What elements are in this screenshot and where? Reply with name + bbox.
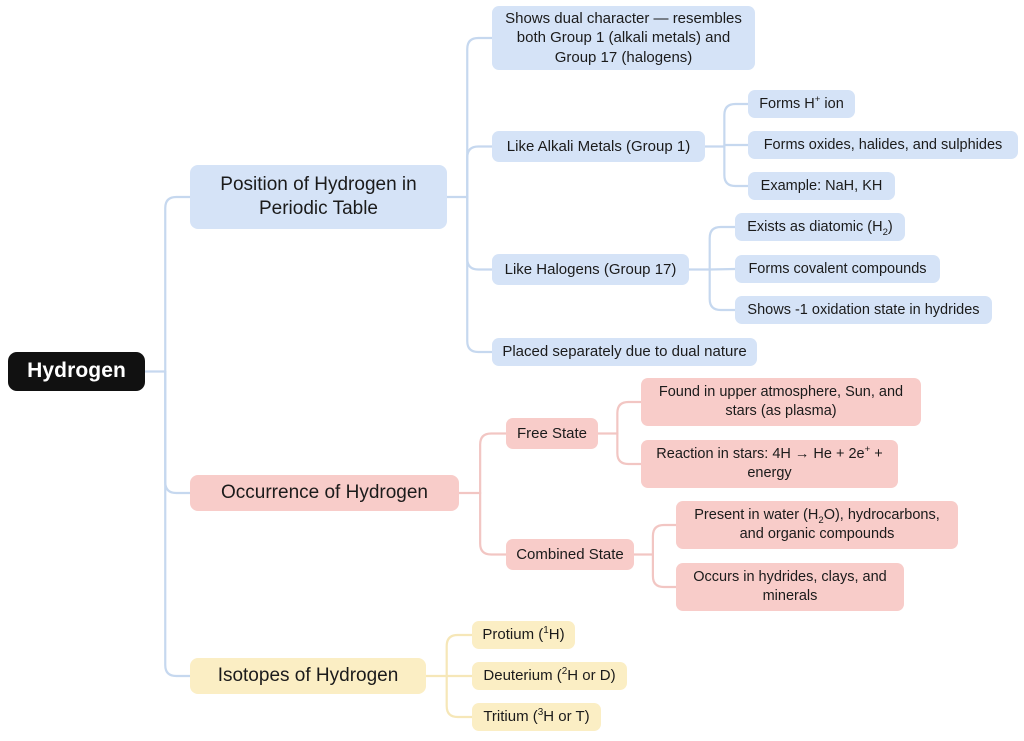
connector-line [164,370,192,678]
node-label: Hydrogen [27,359,126,383]
connector-line [445,674,474,719]
mindmap-node-combined-state[interactable]: Combined State [506,539,634,570]
mindmap-node-present-in-water[interactable]: Present in water (H2O), hydrocarbons,and… [676,501,958,549]
node-label: Deuterium (2H or D) [483,666,616,685]
connector-line [466,195,494,354]
mindmap-node-deuterium[interactable]: Deuterium (2H or D) [472,662,627,690]
mindmap-node-placed-separately[interactable]: Placed separately due to dual nature [492,338,757,366]
mindmap-node-forms-h-ion[interactable]: Forms H+ ion [748,90,855,118]
node-label: Present in water (H2O), hydrocarbons,and… [694,507,940,542]
connector-line [164,370,192,495]
node-label: Protium (1H) [482,625,565,644]
mindmap-node-tritium[interactable]: Tritium (3H or T) [472,703,601,731]
connector-line [466,36,494,199]
node-label: Like Alkali Metals (Group 1) [506,137,691,155]
node-label: Placed separately due to dual nature [502,343,747,361]
mindmap-node-protium[interactable]: Protium (1H) [472,621,575,649]
node-label: Shows -1 oxidation state in hydrides [747,301,980,318]
node-label: Example: NaH, KH [760,177,883,194]
mindmap-node-reaction-in-stars[interactable]: Reaction in stars: 4H → He + 2e+ +energy [641,440,898,488]
connector-line [164,195,192,373]
connector-line [723,102,750,148]
mindmap-node-like-alkali-metals[interactable]: Like Alkali Metals (Group 1) [492,131,705,162]
node-label: Like Halogens (Group 17) [504,260,677,278]
node-label: Forms covalent compounds [748,260,927,277]
mindmap-node-forms-covalent-compounds[interactable]: Forms covalent compounds [735,255,940,283]
mindmap-node-forms-oxides[interactable]: Forms oxides, halides, and sulphides [748,131,1018,159]
mindmap-node-exists-as-diatomic[interactable]: Exists as diatomic (H2) [735,213,905,241]
mindmap-node-occurrence[interactable]: Occurrence of Hydrogen [190,475,459,511]
node-label: Isotopes of Hydrogen [217,664,399,686]
connector-line [466,145,494,199]
mindmap-node-example-nah-kh[interactable]: Example: NaH, KH [748,172,895,200]
mindmap-node-root[interactable]: Hydrogen [8,352,145,391]
connector-line [445,633,474,678]
node-label: Occurrence of Hydrogen [221,481,428,503]
connector-line [708,268,737,312]
connector-line [708,267,737,271]
mindmap-node-isotopes[interactable]: Isotopes of Hydrogen [190,658,426,694]
connector-line [479,432,508,495]
connector-line [479,491,508,556]
node-label: Combined State [516,545,624,563]
node-label: Reaction in stars: 4H → He + 2e+ +energy [656,444,883,481]
mindmap-node-shows-minus-one-oxidation[interactable]: Shows -1 oxidation state in hydrides [735,296,992,324]
connector-line [651,523,678,556]
connector-line [651,553,678,589]
mindmap-node-free-state[interactable]: Free State [506,418,598,449]
connector-line [723,145,750,188]
node-label: Exists as diatomic (H2) [747,218,893,238]
node-label: Free State [516,424,588,442]
connector-line [723,143,750,148]
node-label: Forms oxides, halides, and sulphides [763,136,1003,153]
node-label: Tritium (3H or T) [483,707,590,726]
connector-line [616,432,643,466]
mindmap-node-like-halogens[interactable]: Like Halogens (Group 17) [492,254,689,285]
connector-line [466,195,494,271]
connector-line [616,400,643,435]
connector-line [708,225,737,271]
node-label: Forms H+ ion [759,93,844,112]
